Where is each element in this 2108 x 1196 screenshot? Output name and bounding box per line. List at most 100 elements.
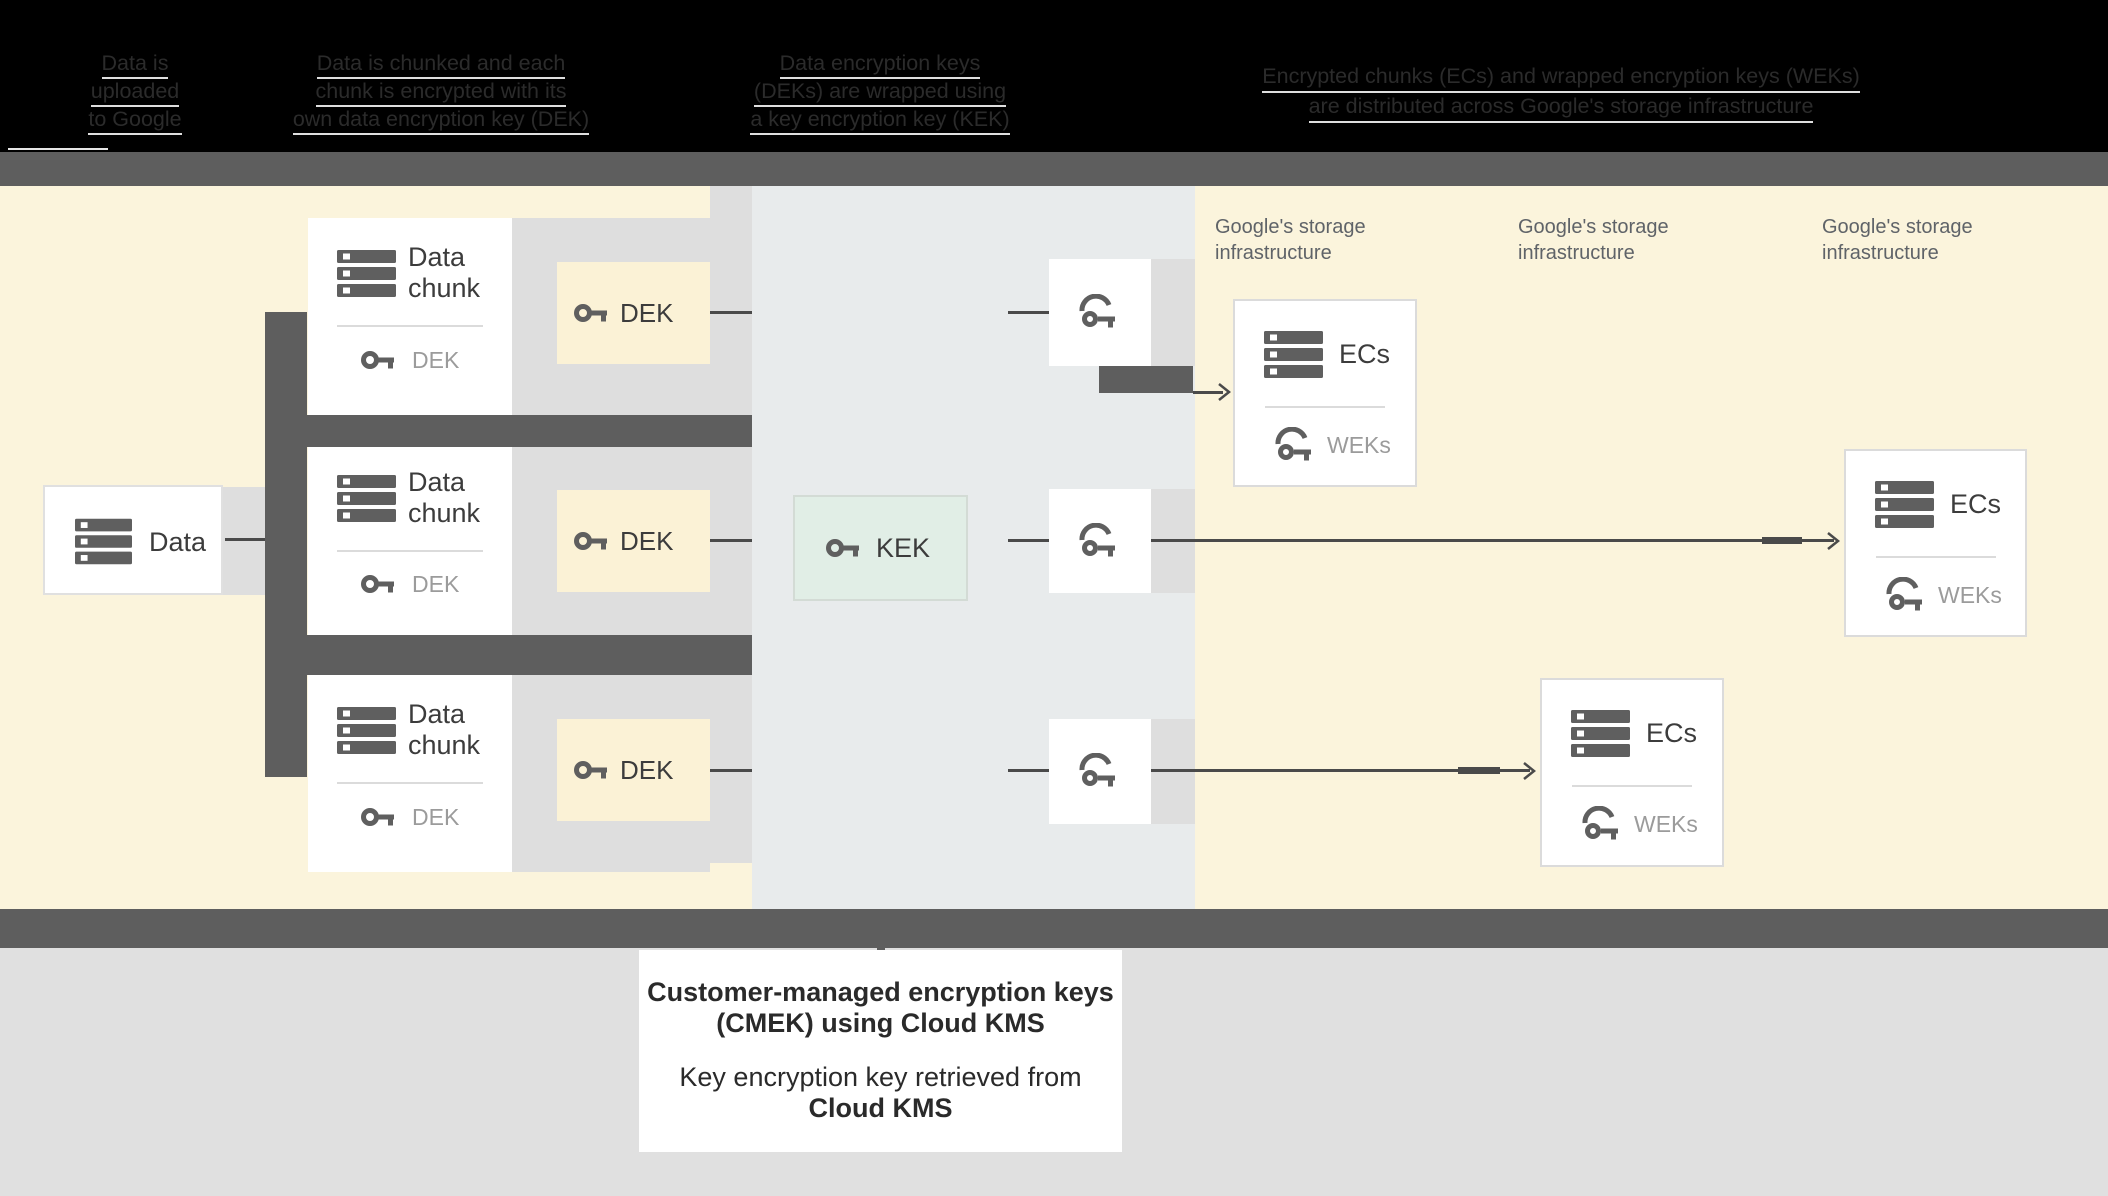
connector-line — [710, 769, 752, 772]
key-icon — [361, 808, 394, 826]
weks-label: WEKs — [1938, 582, 2002, 608]
storage-infrastructure-label: Google's storage infrastructure — [1215, 216, 1366, 264]
chunk-title: Data chunk — [408, 467, 481, 528]
wrap-band — [1151, 259, 1195, 366]
data-connector-band — [223, 487, 265, 595]
arrowhead-icon — [1827, 532, 1840, 550]
chunk-title: Data chunk — [408, 242, 481, 303]
divider — [337, 325, 483, 327]
wrapped-key-box — [1049, 719, 1151, 824]
weks-label: WEKs — [1327, 432, 1391, 458]
data-stack-icon — [337, 475, 396, 522]
key-icon — [361, 575, 394, 593]
data-chunk-box: Data chunk DEK — [308, 675, 512, 872]
data-stack-icon — [1264, 331, 1323, 378]
legend-text: are distributed across Google's storage … — [1308, 92, 1814, 123]
ecs-title: ECs — [1339, 339, 1391, 369]
dek-label: DEK — [620, 298, 674, 328]
chunk-title: Data chunk — [408, 699, 481, 760]
chunk-key-label: DEK — [412, 347, 460, 373]
connector-line — [1008, 311, 1049, 314]
arrowhead-icon — [1523, 762, 1536, 780]
weks-label: WEKs — [1634, 811, 1698, 837]
arrowhead-icon — [1218, 383, 1231, 401]
key-icon — [574, 761, 607, 779]
arrow-line — [1151, 539, 1834, 542]
zone-boundary-strip — [710, 186, 752, 863]
data-box-label: Data — [149, 527, 207, 557]
cmek-heading-line: Customer-managed encryption keys — [647, 977, 1114, 1007]
dek-box: DEK — [557, 490, 710, 592]
kek-label: KEK — [876, 533, 931, 563]
connector-line — [710, 311, 752, 314]
key-icon — [826, 539, 859, 557]
wrapped-key-icon — [1079, 753, 1115, 787]
wrapped-key-box — [1049, 259, 1151, 366]
cmek-body-line: Cloud KMS — [808, 1093, 953, 1123]
arrow-line — [1151, 769, 1530, 772]
wrapped-key-box — [1049, 489, 1151, 593]
wrapped-key-icon — [1886, 577, 1922, 611]
dek-box: DEK — [557, 719, 710, 821]
data-stack-icon — [1875, 481, 1934, 528]
kek-box: KEK — [793, 495, 968, 601]
divider-artifact — [8, 148, 108, 150]
legend-step-2: Data is chunked and each chunk is encryp… — [266, 50, 616, 135]
legend-text: (DEKs) are wrapped using — [753, 78, 1007, 107]
divider — [1876, 556, 1996, 558]
data-chunk-box: Data chunk DEK — [308, 447, 512, 635]
legend-text: a key encryption key (KEK) — [750, 106, 1010, 135]
arrow-line-overlap — [1458, 767, 1500, 774]
divider — [1572, 785, 1692, 787]
wrapped-key-icon — [1079, 294, 1115, 328]
ecs-box: ECs WEKs — [1233, 299, 1417, 487]
top-separator-band — [0, 152, 2108, 186]
wrapped-key-icon — [1079, 523, 1115, 557]
cmek-caption-box: Customer-managed encryption keys (CMEK) … — [639, 950, 1122, 1152]
legend-text: Encrypted chunks (ECs) and wrapped encry… — [1262, 62, 1860, 93]
dek-label: DEK — [620, 755, 674, 785]
dek-box: DEK — [557, 262, 710, 364]
ecs-title: ECs — [1950, 489, 2002, 519]
legend-text: own data encryption key (DEK) — [292, 106, 590, 135]
connector-line — [1008, 539, 1049, 542]
connector-line — [225, 538, 265, 541]
dek-label: DEK — [620, 526, 674, 556]
legend-text: uploaded — [90, 78, 180, 107]
data-stack-icon — [337, 250, 396, 297]
data-stack-icon — [337, 707, 396, 754]
data-stack-icon — [75, 518, 132, 565]
bottom-separator-band — [0, 909, 2108, 948]
ecs-title: ECs — [1646, 718, 1698, 748]
cmek-body-line: Key encryption key retrieved from — [679, 1062, 1082, 1092]
chunk-separator-bar — [265, 415, 752, 447]
arrow-line-overlap — [1762, 537, 1802, 544]
chunk-key-label: DEK — [412, 571, 460, 597]
key-icon — [574, 304, 607, 322]
legend-text: to Google — [88, 106, 182, 135]
divider — [337, 550, 483, 552]
legend-text: Data encryption keys — [779, 50, 981, 79]
chunk-key-label: DEK — [412, 804, 460, 830]
connector-line — [1008, 769, 1049, 772]
legend-text: Data is chunked and each — [316, 50, 566, 79]
legend-step-3: Data encryption keys (DEKs) are wrapped … — [705, 50, 1055, 135]
arrow-line — [1193, 391, 1223, 394]
ecs-box: ECs WEKs — [1540, 678, 1724, 867]
key-icon — [361, 351, 394, 369]
distribution-bar — [1099, 366, 1193, 393]
legend-step-1: Data is uploaded to Google — [25, 50, 245, 135]
storage-infrastructure-label: Google's storage infrastructure — [1822, 216, 1973, 264]
chunk-separator-bar — [265, 635, 752, 675]
data-stack-icon — [1571, 710, 1630, 757]
legend-text: Data is — [101, 50, 169, 79]
ecs-box: ECs WEKs — [1844, 449, 2027, 637]
storage-infrastructure-label: Google's storage infrastructure — [1518, 216, 1669, 264]
chunk-trunk-connector — [265, 312, 307, 777]
divider — [337, 782, 483, 784]
connector-line — [710, 539, 752, 542]
wrapped-key-icon — [1582, 806, 1618, 840]
cmek-heading-line: (CMEK) using Cloud KMS — [716, 1008, 1045, 1038]
legend-text: chunk is encrypted with its — [315, 78, 567, 107]
